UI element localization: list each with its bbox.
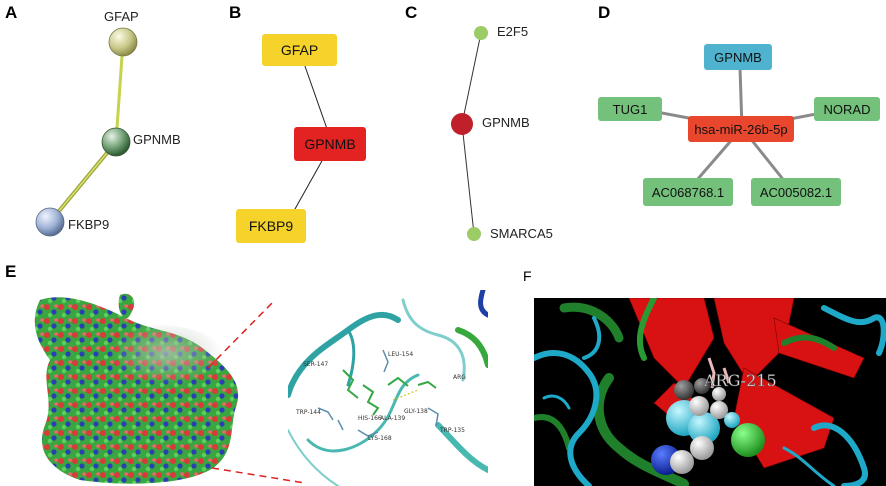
lnc-box-ac005082: AC005082.1 [751,178,841,206]
panel-e-zoom-lines [207,299,306,484]
node-smarca5-c [467,227,481,241]
residue-label-arg215: ARG-215 [703,371,777,390]
panel-b-letter: B [229,3,242,22]
node-e2f5-c [474,26,488,40]
panel-d-letter: D [598,3,611,22]
lnc-box-tug1: TUG1 [598,97,662,121]
residue-label-gly138: GLY-138 [404,408,428,415]
node-gfap-label: GFAP [104,9,139,24]
gene-box-gpnmb: GPNMB [294,127,366,161]
panel-e-letter: E [5,262,17,281]
residue-label-ser147: SER-147 [303,361,328,368]
mirna-box-center: hsa-miR-26b-5p [688,116,794,142]
node-e2f5-label: E2F5 [497,24,529,39]
node-gpnmb [101,127,131,157]
residue-label-his166: HIS-166 [358,415,382,422]
gene-box-fkbp9: FKBP9 [236,209,306,243]
panel-a-letter: A [5,3,18,22]
panel-a-network [35,27,138,237]
node-fkbp9 [35,207,65,237]
gene-box-gfap: GFAP [262,34,337,66]
panel-e-surface [34,293,239,484]
residue-label-trp144: TRP-144 [295,409,321,416]
node-gfap [108,27,138,57]
residue-label-trp135: TRP-135 [439,427,465,434]
node-fkbp9-label: FKBP9 [68,217,110,232]
edge-gfap-gpnmb [114,41,125,143]
residue-label-lys168: LYS-168 [368,435,392,442]
node-gpnmb-c-label: GPNMB [482,115,530,130]
panel-e-closeup: SER-147 LEU-154 ARG TRP-144 HIS-166 ALA-… [288,290,488,486]
edge-e2f5-gpnmb [461,32,482,125]
panel-c-letter: C [405,3,418,22]
panel-f-structure: ARG-215 [534,298,886,486]
node-gpnmb-label: GPNMB [133,132,181,147]
panel-c-network [451,26,488,241]
lnc-box-norad: NORAD [814,97,880,121]
node-gpnmb-c [451,113,473,135]
residue-label-leu154: LEU-154 [388,351,413,358]
lnc-box-ac068768: AC068768.1 [643,178,733,206]
node-smarca5-label: SMARCA5 [490,226,553,241]
edge-gpnmb-smarca5 [461,123,475,235]
panel-f-letter: F [523,268,532,284]
residue-label-ala139: ALA-139 [380,415,405,422]
target-box-gpnmb: GPNMB [704,44,772,70]
residue-label-arg: ARG [453,374,466,381]
